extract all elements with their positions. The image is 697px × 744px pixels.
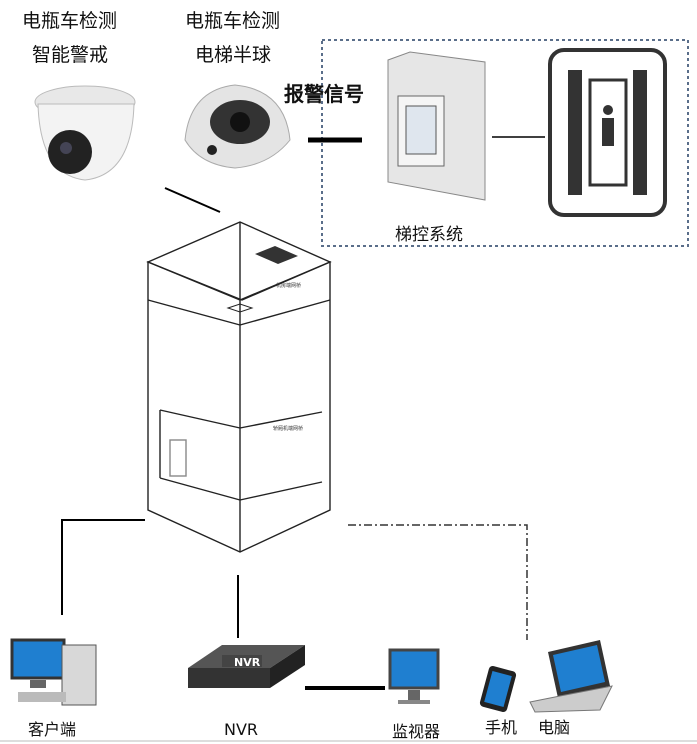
bridge-device-icon bbox=[255, 246, 298, 264]
elevator-control-label: 梯控系统 bbox=[395, 225, 463, 245]
bridge-machine-room-label: 机房端网桥 bbox=[276, 283, 302, 289]
elevator-sign-icon bbox=[548, 48, 667, 217]
client-label: 客户端 bbox=[28, 720, 77, 739]
phone-icon bbox=[479, 665, 517, 713]
elevator-shaft bbox=[146, 221, 332, 553]
elevator-control-box bbox=[321, 39, 689, 247]
client-computer-icon bbox=[10, 638, 97, 706]
camera2-label-line2: 电梯半球 bbox=[195, 44, 272, 66]
nvr-badge: NVR bbox=[234, 656, 261, 669]
dome-camera-icon bbox=[184, 84, 291, 169]
phone-label: 手机 bbox=[485, 718, 518, 737]
laptop-icon bbox=[529, 640, 613, 713]
nvr-device-icon bbox=[188, 645, 305, 688]
camera1-label-line2: 智能警戒 bbox=[32, 44, 109, 66]
camera1-label-line1: 电瓶车检测 bbox=[22, 10, 118, 32]
bullet-dome-camera-icon bbox=[34, 85, 136, 181]
bridge-car-label: 轿厢机端网桥 bbox=[273, 426, 304, 432]
monitor-icon bbox=[388, 648, 440, 704]
camera2-label-line1: 电瓶车检测 bbox=[185, 10, 281, 32]
control-cabinet-icon bbox=[387, 51, 486, 201]
nvr-label: NVR bbox=[224, 720, 259, 739]
pc-label: 电脑 bbox=[538, 718, 571, 737]
monitor-label: 监视器 bbox=[392, 722, 441, 741]
alarm-signal-label: 报警信号 bbox=[284, 82, 364, 106]
